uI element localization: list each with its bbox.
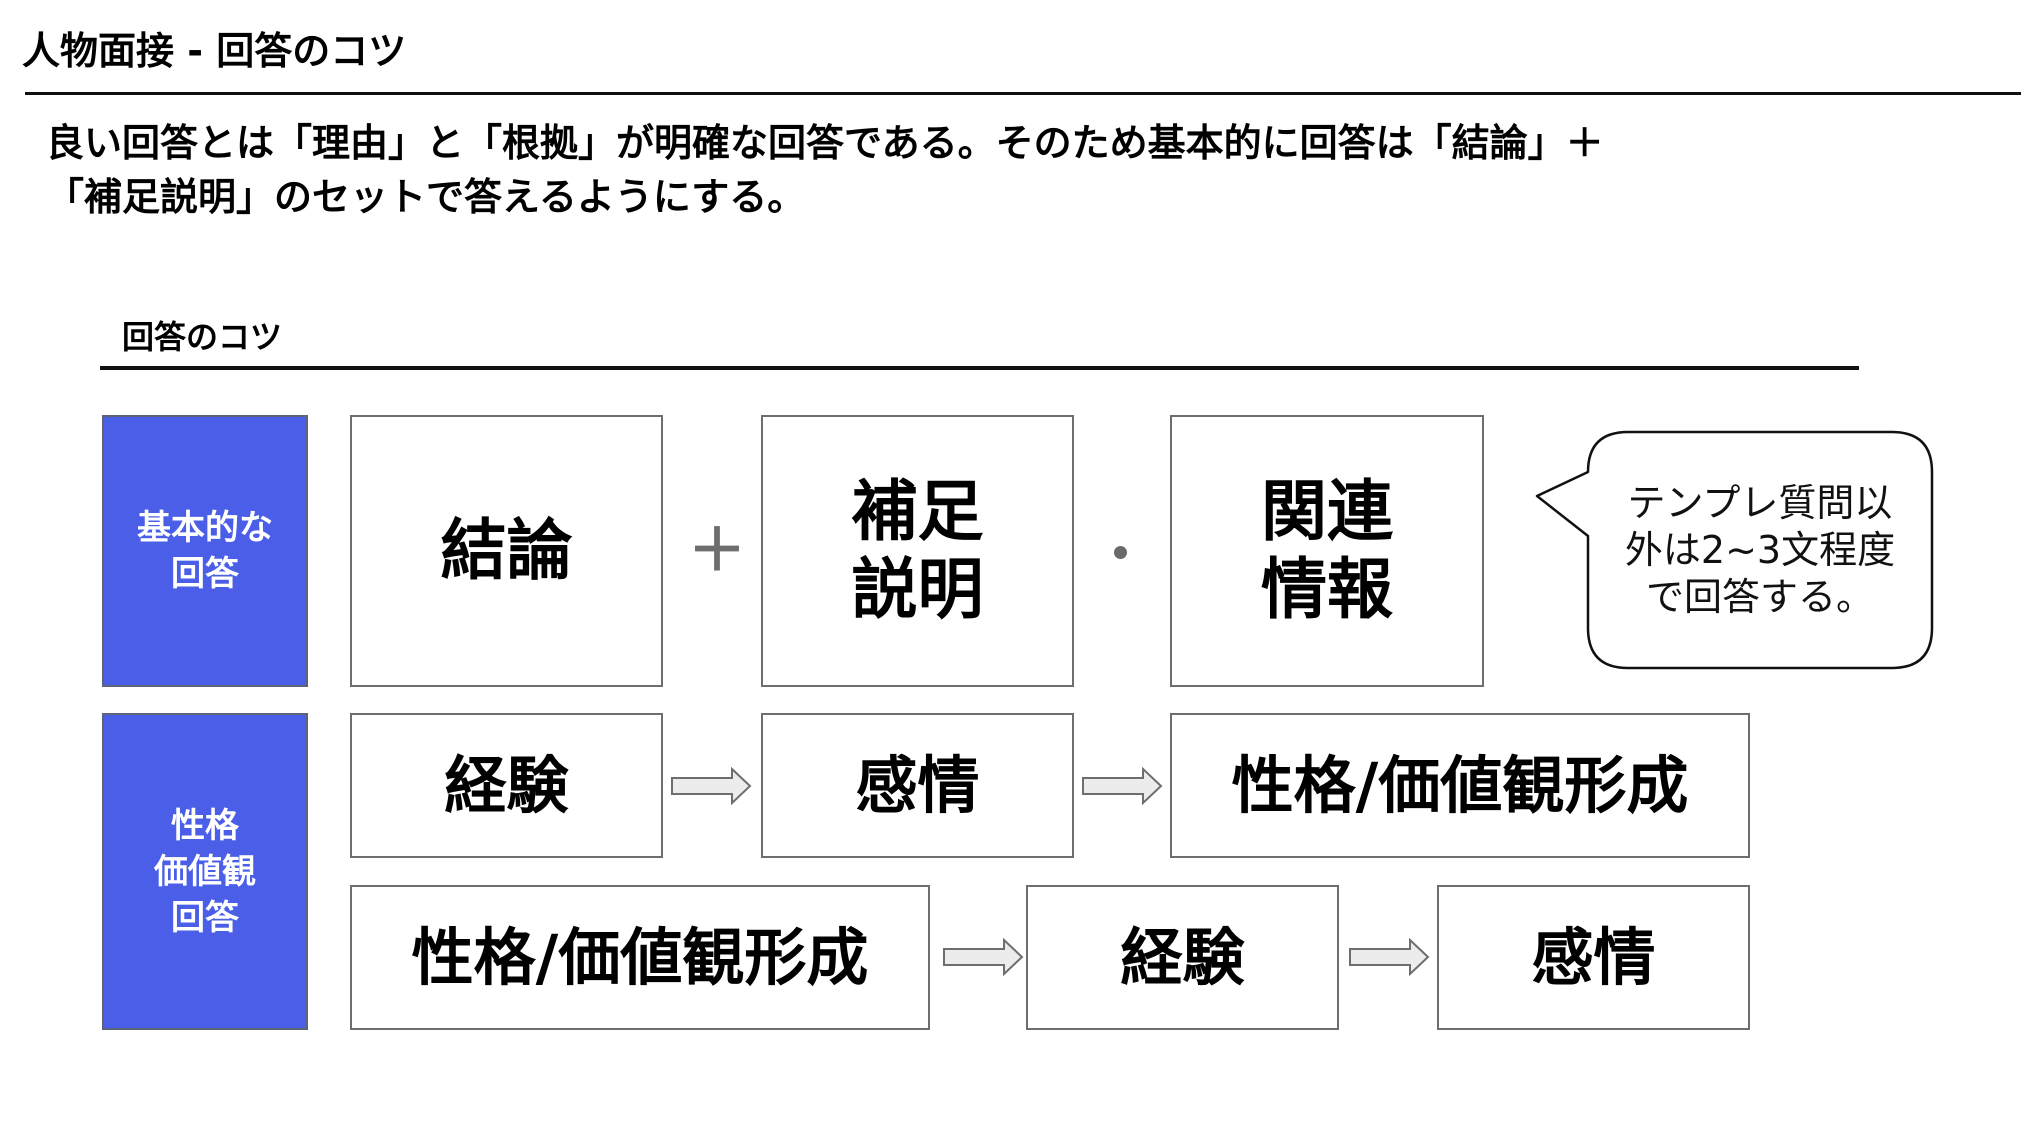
bubble-line-1: テンプレ質問以 <box>1627 480 1893 525</box>
category-personality-line-1: 性格 <box>171 805 239 846</box>
right-arrow-icon <box>1349 938 1430 976</box>
category-basic-answer: 基本的な 回答 <box>102 415 308 687</box>
box-related-line-2: 情報 <box>1261 551 1393 628</box>
category-personality-line-2: 価値観 <box>154 851 256 892</box>
bubble-line-3: で回答する。 <box>1645 574 1874 619</box>
speech-bubble-note: テンプレ質問以 外は2~3文程度 で回答する。 <box>1590 432 1930 668</box>
speech-bubble-icon <box>1535 430 1934 670</box>
right-arrow-icon <box>1082 767 1163 805</box>
section-divider <box>100 366 1859 370</box>
intro-line-2: 「補足説明」のセットで答えるようにする。 <box>46 175 806 219</box>
intro-line-1: 良い回答とは「理由」と「根拠」が明確な回答である。そのため基本的に回答は「結論」… <box>46 121 1604 165</box>
flow-a-step-1: 経験 <box>350 713 663 858</box>
box-related-information: 関連 情報 <box>1170 415 1484 687</box>
right-arrow-icon <box>671 767 752 805</box>
box-supplementary-line-1: 補足 <box>851 473 984 550</box>
intro-text: 良い回答とは「理由」と「根拠」が明確な回答である。そのため基本的に回答は「結論」… <box>46 116 1604 224</box>
box-supplementary-explanation: 補足 説明 <box>761 415 1074 687</box>
category-basic-line-1: 基本的な <box>137 508 273 548</box>
dot-separator-icon <box>1114 546 1127 559</box>
section-heading: 回答のコツ <box>122 318 283 356</box>
box-conclusion-label: 結論 <box>440 512 573 589</box>
flow-b-step-2: 経験 <box>1026 885 1339 1030</box>
plus-operator: ＋ <box>688 516 747 584</box>
category-personality-values-answer: 性格 価値観 回答 <box>102 713 308 1030</box>
flow-b-step-3: 感情 <box>1437 885 1750 1030</box>
box-conclusion: 結論 <box>350 415 663 687</box>
flow-a-step-2: 感情 <box>761 713 1074 858</box>
flow-b-step-1: 性格/価値観形成 <box>350 885 930 1030</box>
bubble-line-2: 外は2~3文程度 <box>1624 527 1896 572</box>
box-supplementary-line-2: 説明 <box>851 551 984 628</box>
page-title: 人物面接 - 回答のコツ <box>22 29 407 73</box>
right-arrow-icon <box>943 938 1024 976</box>
box-related-line-1: 関連 <box>1261 473 1393 550</box>
category-personality-line-3: 回答 <box>171 897 239 938</box>
flow-a-step-3: 性格/価値観形成 <box>1170 713 1750 858</box>
title-divider <box>25 92 2021 95</box>
category-basic-line-2: 回答 <box>171 554 239 594</box>
